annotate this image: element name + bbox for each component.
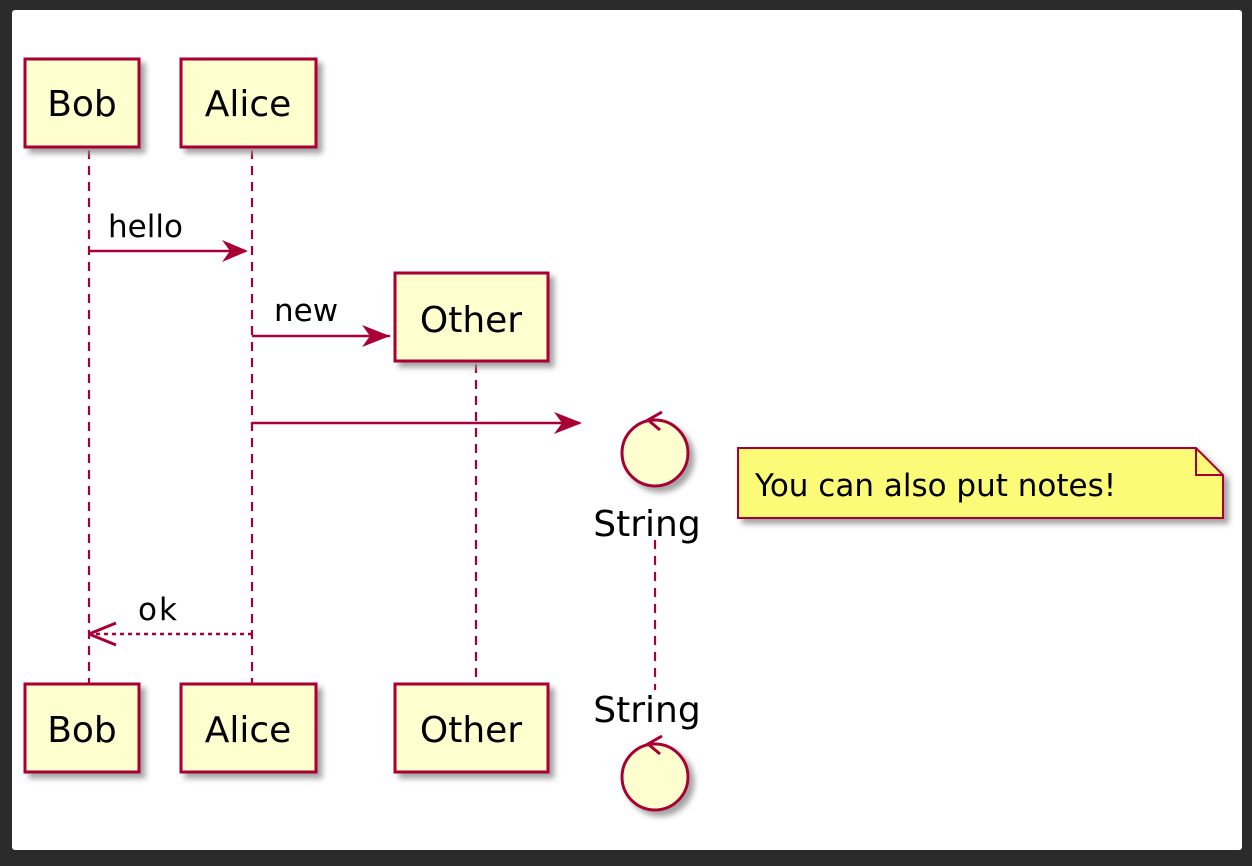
participant-string-label-bottom: String <box>593 690 700 731</box>
open-arrowhead-icon <box>88 621 117 647</box>
participant-bob-label: Bob <box>47 84 117 125</box>
message-ok-label: ok <box>138 592 179 628</box>
control-string-top: String <box>593 410 701 545</box>
participant-other-label-bottom: Other <box>420 710 522 751</box>
participant-other-created: Other <box>393 271 550 363</box>
participant-alice-label-bottom: Alice <box>205 710 292 751</box>
note-text: You can also put notes! <box>754 468 1116 504</box>
participant-other-bottom: Other <box>393 682 550 774</box>
participant-alice-top: Alice <box>179 57 318 149</box>
participant-bob-top: Bob <box>23 57 141 149</box>
participant-bob-label-bottom: Bob <box>47 710 117 751</box>
message-create-string <box>252 412 582 434</box>
participant-string-label: String <box>593 504 700 545</box>
participant-other-label: Other <box>420 300 522 341</box>
participant-alice-bottom: Alice <box>179 682 318 774</box>
arrowhead-icon <box>554 412 582 434</box>
control-arrow-icon <box>645 410 663 432</box>
arrowhead-icon <box>362 325 390 347</box>
control-arrow-icon <box>645 734 663 756</box>
note-fold-icon <box>1195 448 1223 476</box>
participant-bob-bottom: Bob <box>23 682 141 774</box>
participant-alice-label: Alice <box>205 84 292 125</box>
message-hello-label: hello <box>108 209 183 245</box>
note: You can also put notes! <box>737 447 1224 519</box>
arrowhead-icon <box>222 240 248 262</box>
message-new: new <box>252 293 390 347</box>
message-new-label: new <box>274 293 338 329</box>
message-ok: ok <box>88 592 252 647</box>
message-hello: hello <box>89 209 248 262</box>
control-string-bottom: String <box>593 690 701 812</box>
